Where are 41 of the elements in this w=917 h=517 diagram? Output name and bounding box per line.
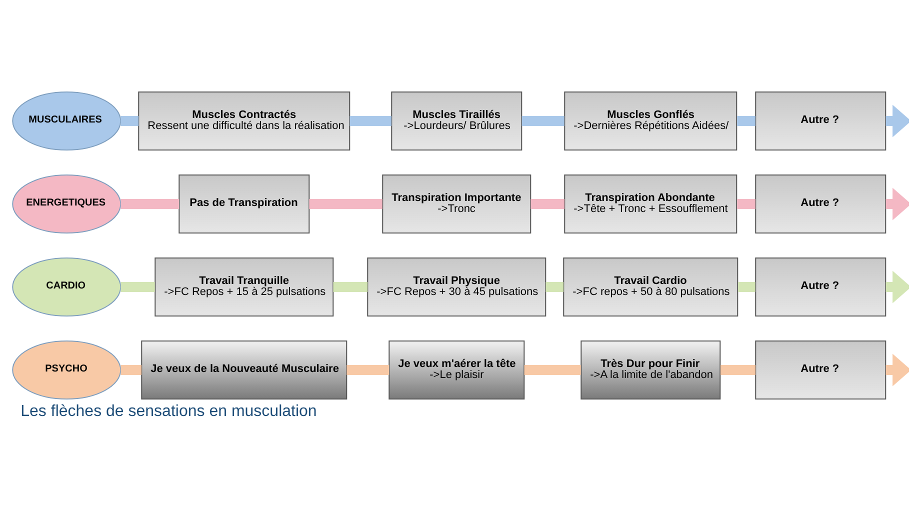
node-box: Très Dur pour Finir ->A la limite de l'abandon	[580, 340, 721, 400]
connector	[346, 365, 390, 375]
connector	[522, 116, 564, 126]
node-box: Autre ?	[755, 92, 886, 150]
connector	[530, 199, 564, 209]
arrow	[886, 354, 909, 386]
connector	[350, 116, 392, 126]
node-box: Autre ?	[755, 340, 886, 400]
connector	[333, 282, 368, 292]
connector	[120, 116, 139, 126]
caption: Les flèches de sensations en musculation	[20, 402, 317, 420]
connector	[720, 365, 756, 375]
connector	[546, 282, 564, 292]
node-box: Muscles Gonflés ->Dernières Répétitions Aidées/	[564, 92, 738, 150]
connector	[120, 282, 155, 292]
connector	[737, 199, 756, 209]
node-ellipse: PSYCHO	[12, 340, 122, 400]
node-box: Je veux de la Nouveauté Musculaire	[141, 340, 348, 400]
connector	[737, 116, 756, 126]
node-box: Je veux m'aérer la tête ->Le plaisir	[388, 340, 525, 400]
arrow	[886, 188, 909, 220]
connector	[120, 199, 180, 209]
connector	[309, 199, 382, 209]
node-box: Travail Tranquille ->FC Repos + 15 à 25 pulsations	[154, 258, 334, 316]
node-box: Muscles Tiraillés ->Lourdeurs/ Brûlures	[391, 92, 522, 150]
connector	[120, 365, 142, 375]
node-box: Autre ?	[755, 258, 886, 316]
node-box: Travail Physique ->FC Repos + 30 à 45 pulsations	[367, 258, 546, 316]
node-ellipse: ENERGETIQUES	[12, 174, 122, 234]
node-box: Pas de Transpiration	[178, 174, 310, 234]
node-box: Transpiration Abondante ->Tête + Tronc + Essoufflement	[564, 174, 738, 234]
node-box: Transpiration Importante ->Tronc	[382, 174, 532, 234]
node-ellipse: CARDIO	[12, 258, 122, 316]
node-ellipse: MUSCULAIRES	[12, 92, 122, 150]
node-box: Autre ?	[755, 174, 886, 234]
arrow	[886, 104, 909, 138]
connector	[524, 365, 581, 375]
connector	[738, 282, 756, 292]
arrow	[886, 270, 909, 304]
node-box: Muscles Contractés Ressent une difficulté dans la réalisation	[138, 92, 350, 150]
node-box: Travail Cardio ->FC repos + 50 à 80 pulsations	[563, 258, 738, 316]
